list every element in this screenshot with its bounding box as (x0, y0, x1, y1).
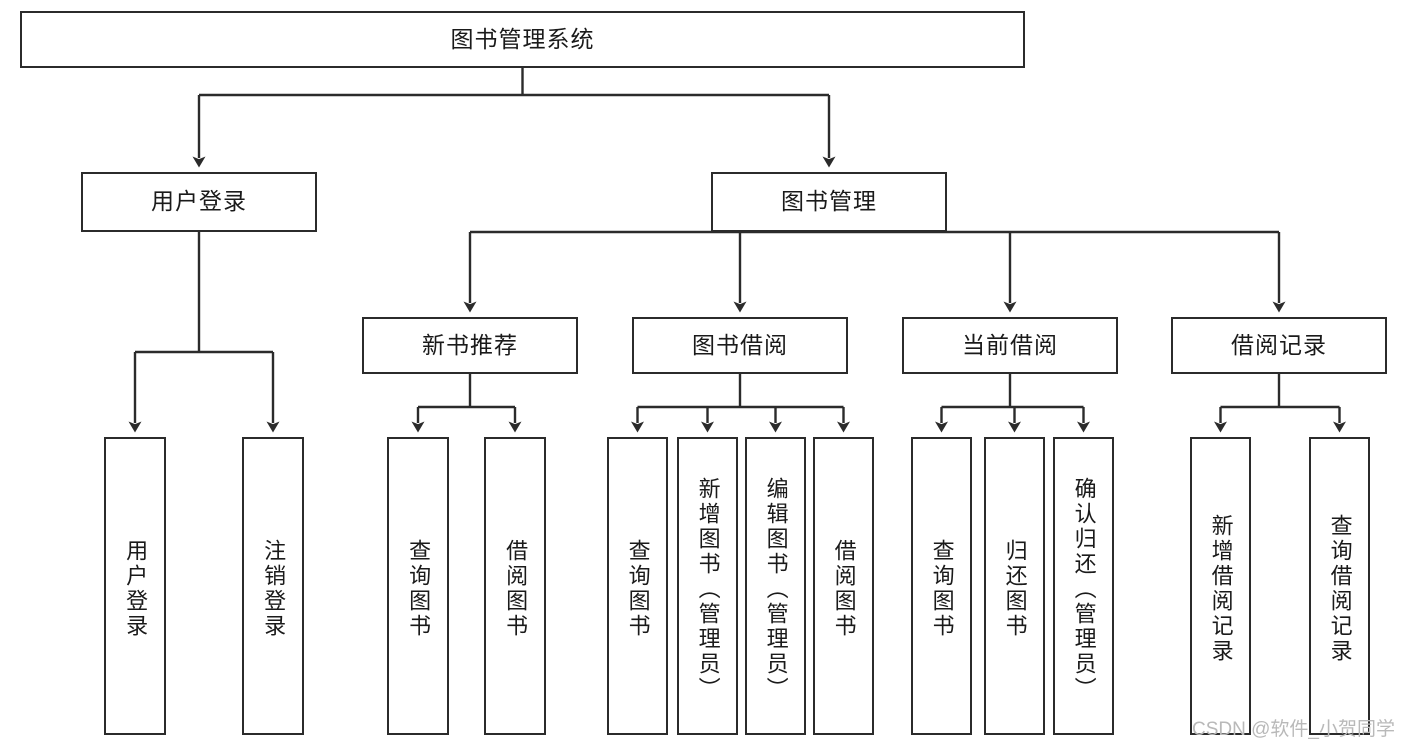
node-leaf-user-login[interactable]: 用户登录 (104, 437, 166, 735)
node-label: 查询借阅记录 (1327, 514, 1353, 664)
node-leaf-edit-book[interactable]: 编辑图书（管理员） (745, 437, 806, 735)
node-root[interactable]: 图书管理系统 (20, 11, 1025, 68)
node-label: 用户登录 (151, 188, 247, 215)
node-label: 借阅记录 (1231, 331, 1327, 358)
node-label: 图书管理 (781, 188, 877, 215)
node-leaf-return-book[interactable]: 归还图书 (984, 437, 1045, 735)
node-leaf-query-book-2[interactable]: 查询图书 (607, 437, 668, 735)
csdn-watermark: CSDN @软件_小贺同学 (1192, 719, 1395, 740)
node-leaf-logout[interactable]: 注销登录 (242, 437, 304, 735)
node-borrow-record[interactable]: 借阅记录 (1171, 317, 1387, 374)
node-user-login[interactable]: 用户登录 (81, 172, 317, 232)
node-leaf-confirm-return[interactable]: 确认归还（管理员） (1053, 437, 1114, 735)
node-book-manage[interactable]: 图书管理 (711, 172, 947, 232)
node-new-book-rec[interactable]: 新书推荐 (362, 317, 578, 374)
node-label: 图书管理系统 (450, 25, 595, 52)
node-leaf-add-book[interactable]: 新增图书（管理员） (677, 437, 738, 735)
node-label: 用户登录 (123, 539, 149, 639)
node-leaf-query-record[interactable]: 查询借阅记录 (1309, 437, 1370, 735)
node-label: 新增借阅记录 (1208, 514, 1234, 664)
node-leaf-query-book-3[interactable]: 查询图书 (911, 437, 972, 735)
node-label: 查询图书 (406, 539, 432, 639)
node-leaf-add-record[interactable]: 新增借阅记录 (1190, 437, 1251, 735)
node-label: 借阅图书 (831, 539, 857, 639)
node-label: 新书推荐 (422, 331, 518, 358)
node-leaf-borrow-book-1[interactable]: 借阅图书 (484, 437, 546, 735)
node-book-borrow[interactable]: 图书借阅 (632, 317, 848, 374)
node-label: 编辑图书（管理员） (763, 476, 789, 702)
node-current-borrow[interactable]: 当前借阅 (902, 317, 1118, 374)
node-label: 归还图书 (1002, 539, 1028, 639)
node-label: 确认归还（管理员） (1071, 476, 1097, 702)
node-label: 新增图书（管理员） (695, 476, 721, 702)
node-leaf-query-book-1[interactable]: 查询图书 (387, 437, 449, 735)
node-label: 图书借阅 (692, 331, 788, 358)
node-label: 当前借阅 (962, 331, 1058, 358)
node-leaf-borrow-book-2[interactable]: 借阅图书 (813, 437, 874, 735)
node-label: 借阅图书 (503, 539, 529, 639)
node-label: 查询图书 (929, 539, 955, 639)
node-label: 注销登录 (261, 539, 287, 639)
node-label: 查询图书 (625, 539, 651, 639)
